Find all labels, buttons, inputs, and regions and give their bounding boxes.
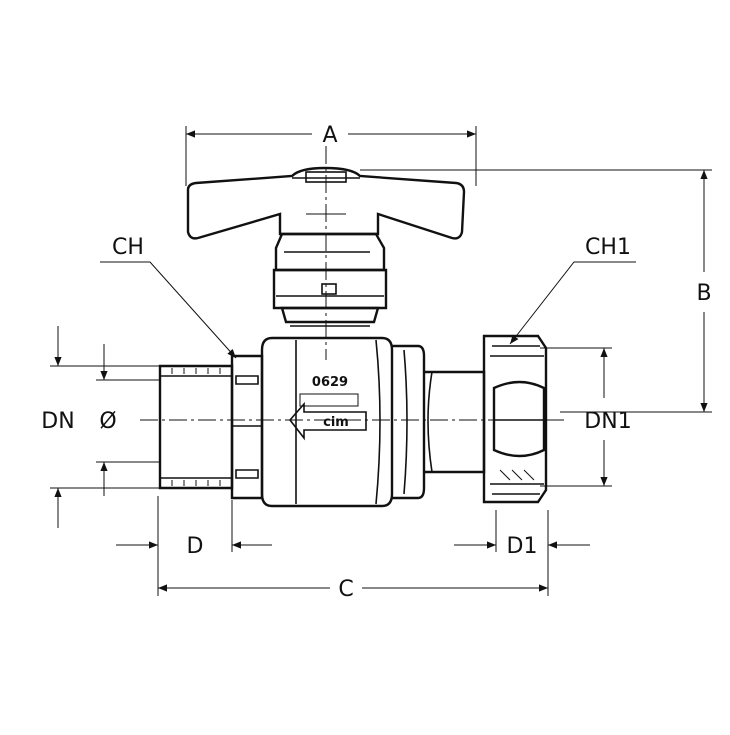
label-a: A xyxy=(322,123,337,148)
label-ch: CH xyxy=(112,235,144,260)
male-thread-end xyxy=(158,364,234,490)
dimension-lines xyxy=(50,126,712,596)
label-diameter: Ø xyxy=(99,409,116,434)
union-nut-ch1 xyxy=(482,334,548,504)
center-lines xyxy=(140,146,568,421)
label-dn: DN xyxy=(41,409,74,434)
body-code-marking: 0629 xyxy=(312,375,348,390)
body-brand-marking: cim xyxy=(323,415,349,430)
label-b: B xyxy=(696,281,711,306)
t-handle xyxy=(186,166,466,327)
label-c: C xyxy=(338,577,353,602)
label-dn1: DN1 xyxy=(584,409,631,434)
valve-body xyxy=(260,336,486,508)
label-d: D xyxy=(187,534,204,559)
hex-ch xyxy=(230,354,264,500)
label-ch1: CH1 xyxy=(585,235,631,260)
label-d1: D1 xyxy=(507,534,538,559)
